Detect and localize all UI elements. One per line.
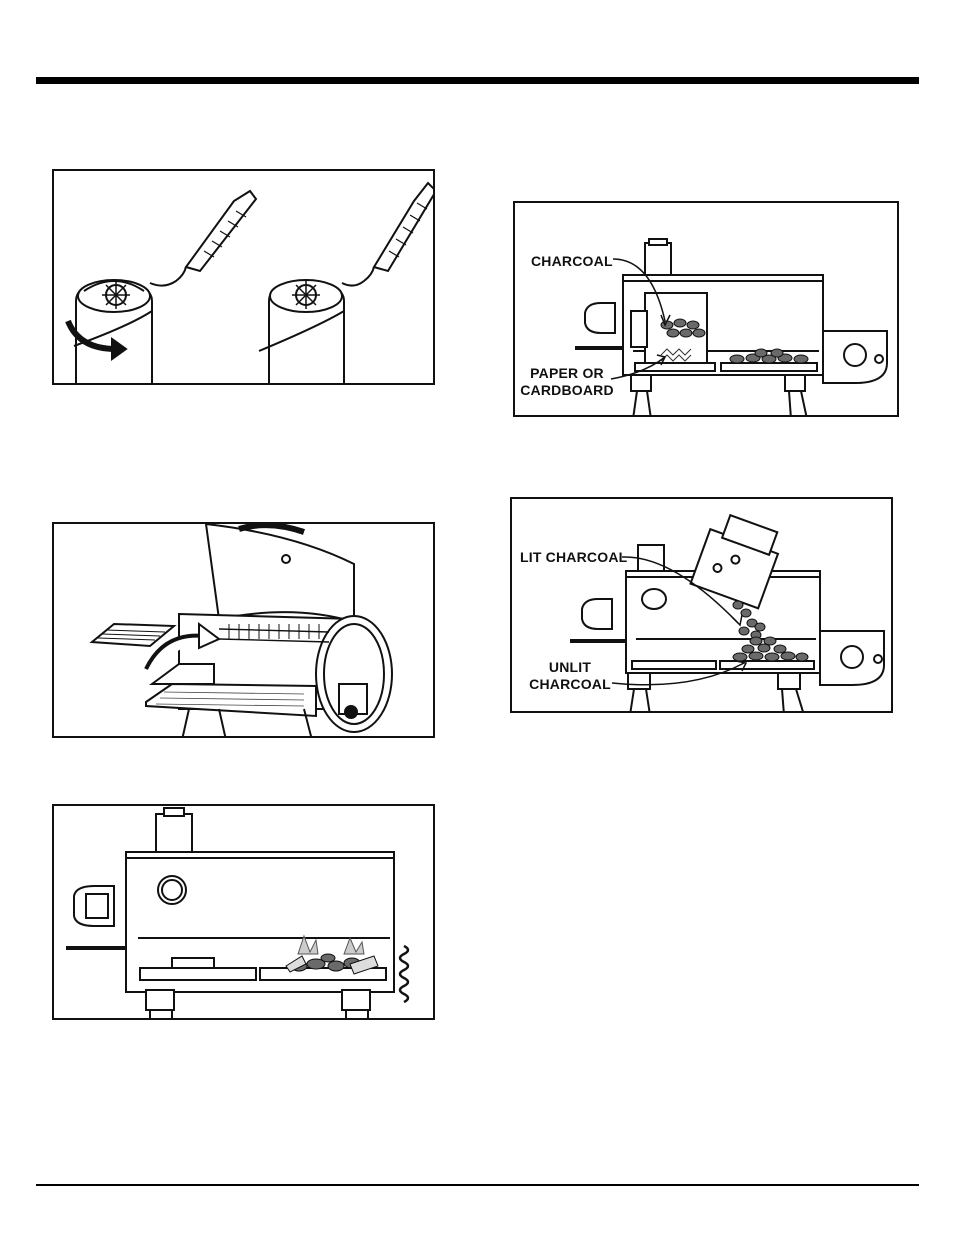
unlit-label-line2: CHARCOAL (529, 676, 611, 692)
damper-figure (52, 169, 435, 385)
paper-label-line2: CARDBOARD (520, 382, 614, 398)
charcoal-pan-figure (52, 804, 435, 1020)
pour-charcoal-figure: LIT CHARCOAL UNLIT CHARCOAL (510, 497, 893, 713)
paper-label-line1: PAPER OR (530, 365, 604, 381)
charcoal-label: CHARCOAL (531, 253, 613, 269)
lit-charcoal-label: LIT CHARCOAL (520, 549, 628, 565)
unlit-label-line1: UNLIT (548, 659, 592, 675)
header-rule (36, 77, 919, 84)
footer-rule (36, 1184, 919, 1186)
cooking-grate-figure (52, 522, 435, 738)
chimney-starter-figure: CHARCOAL PAPER OR CARDBOARD (513, 201, 899, 417)
